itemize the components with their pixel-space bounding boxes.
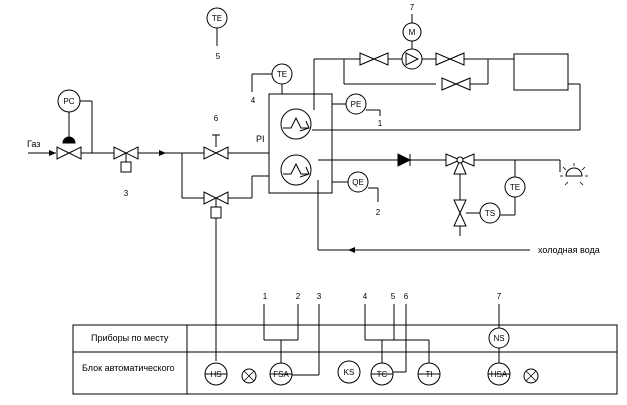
outlet-line <box>318 153 588 186</box>
cold-water-line: холодная вода <box>317 180 600 255</box>
ti-indicator: TI <box>417 362 441 386</box>
svg-text:KS: KS <box>344 368 355 377</box>
upper-loop: M 7 <box>312 3 581 131</box>
te-5-tag: TE <box>212 14 222 23</box>
qe-sensor: QE 2 <box>332 171 381 217</box>
svg-text:TI: TI <box>425 370 432 379</box>
fsa-indicator: FSA <box>269 362 293 386</box>
pc-tag: PC <box>63 97 74 106</box>
valve-3: 3 <box>113 146 139 198</box>
valve-3-number: 3 <box>124 189 129 198</box>
ts-tag: TS <box>485 209 495 218</box>
svg-text:5: 5 <box>391 292 396 301</box>
lamp-icon <box>241 368 257 384</box>
qe-number: 2 <box>376 208 381 217</box>
pe-number: 1 <box>378 119 383 128</box>
te-4-number: 4 <box>251 96 256 105</box>
svg-text:TC: TC <box>377 370 388 379</box>
panel-signal-lines <box>263 304 500 376</box>
qe-tag: QE <box>352 178 364 187</box>
svg-text:NS: NS <box>493 334 504 343</box>
pressure-controller: PC <box>57 89 93 153</box>
svg-text:7: 7 <box>497 292 502 301</box>
tc-indicator: TC <box>370 362 394 386</box>
te-5-number: 5 <box>216 52 221 61</box>
gas-inlet-line: Газ <box>27 139 56 156</box>
svg-text:HSA: HSA <box>491 370 508 379</box>
te-4-tag: TE <box>277 70 287 79</box>
svg-text:1: 1 <box>263 292 268 301</box>
te-right-tag: TE <box>510 183 520 192</box>
te-5-sensor: TE 5 <box>206 7 228 61</box>
bypass-branch <box>181 153 269 361</box>
pe-sensor: PE 1 <box>332 93 383 128</box>
svg-text:4: 4 <box>363 292 368 301</box>
motor-tag: M <box>409 28 416 37</box>
control-panel-table: Приборы по месту Блок автоматического <box>72 324 618 395</box>
svg-text:3: 3 <box>317 292 322 301</box>
motor-number: 7 <box>410 3 415 12</box>
heat-exchanger-unit: PI <box>256 93 333 194</box>
panel-row-label: Блок автоматического <box>82 363 175 373</box>
gas-label: Газ <box>27 139 40 149</box>
valve-6-number: 6 <box>214 114 219 123</box>
pi-label: PI <box>256 134 265 144</box>
field-row-label: Приборы по месту <box>91 333 169 343</box>
pe-tag: PE <box>351 100 362 109</box>
ns-indicator: NS <box>488 327 510 349</box>
ks-indicator: KS <box>337 360 361 384</box>
panel-line-numbers: 1 2 3 4 5 6 7 <box>263 292 502 301</box>
alarm-lamp-icon <box>523 368 539 384</box>
valve-6: 6 <box>203 114 229 160</box>
te-4-sensor: TE 4 <box>251 63 293 105</box>
svg-text:2: 2 <box>296 292 301 301</box>
hs-indicator: HS <box>204 362 228 386</box>
vertical-valve <box>453 174 467 236</box>
svg-text:HS: HS <box>210 370 221 379</box>
svg-text:FSA: FSA <box>273 370 289 379</box>
ts-switch: TS <box>466 202 501 224</box>
svg-text:6: 6 <box>404 292 409 301</box>
te-right-sensor: TE <box>500 160 526 216</box>
pc-control-valve <box>56 146 82 160</box>
cold-water-label: холодная вода <box>538 245 600 255</box>
hsa-indicator: HSA <box>487 362 511 386</box>
